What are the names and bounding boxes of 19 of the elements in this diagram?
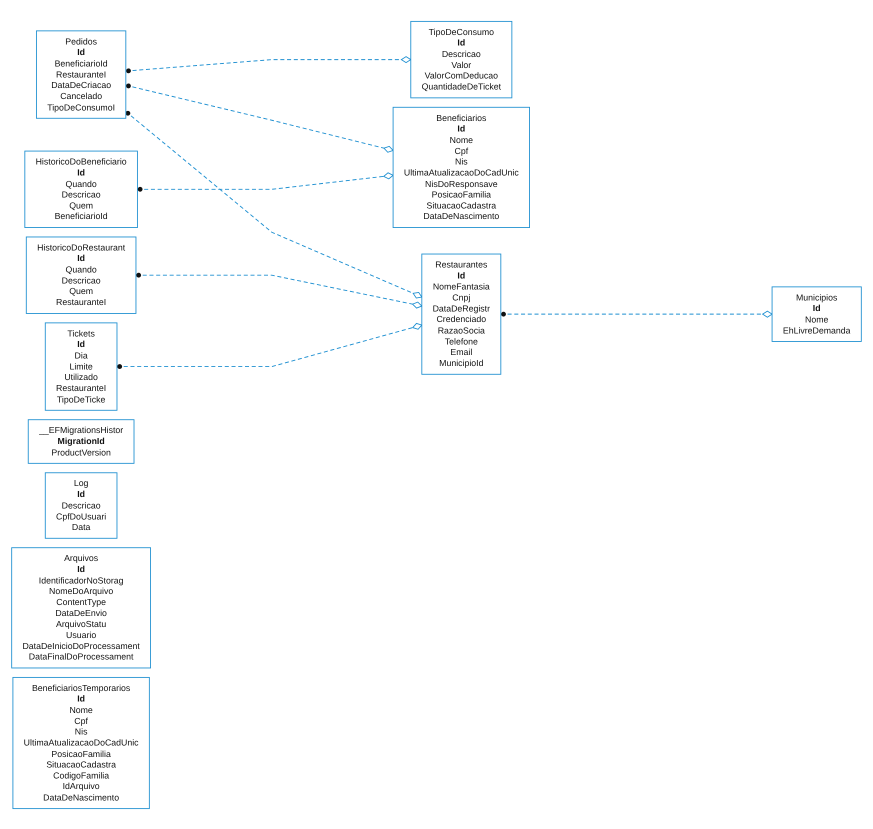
- connector: [500, 310, 773, 318]
- connector: [125, 56, 412, 73]
- node-box: Restaurantes Id NomeFantasia Cnpj DataDeRegistr Credenciado RazaoSocia Telefone Email MunicipioId: [421, 253, 502, 374]
- node-box: HistoricoDoBeneficiario Id Quando Descricao Quem BeneficiarioId: [24, 150, 138, 228]
- node-box: Pedidos Id BeneficiarioId RestauranteI DataDeCriacao Cancelado TipoDeConsumoI: [36, 30, 126, 118]
- node-box: Arquivos Id IdentificadorNoStorag NomeDoArquivo ContentType DataDeEnvio ArquivoStatu Usuario DataDeInicioDoProcessament DataFinalDoProcessament: [11, 546, 151, 668]
- node-box: Tickets Id Dia Limite Utilizado RestauranteI TipoDeTicke: [44, 322, 118, 410]
- node-box: __EFMigrationsHistor MigrationId ProductVersion: [28, 418, 134, 464]
- connector: [125, 110, 422, 298]
- node-box: BeneficiariosTemporarios Id Nome Cpf Nis UltimaAtualizacaoDoCadUnic PosicaoFamilia SituacaoCadastra CodigoFamilia IdArquivo DataDeNascimento: [12, 676, 150, 809]
- connector: [125, 82, 394, 152]
- connector: [135, 272, 422, 308]
- node-box: TipoDeConsumo Id Descricao Valor ValorComDeducao QuantidadeDeTicket: [410, 20, 512, 98]
- node-box: Beneficiarios Id Nome Cpf Nis UltimaAtualizacaoDoCadUnic NisDoResponsave PosicaoFamilia SituacaoCadastra DataDeNascimento: [392, 106, 530, 228]
- connector: [116, 322, 422, 368]
- node-box: HistoricoDoRestaurant Id Quando Descricao Quem RestauranteI: [26, 236, 136, 314]
- connector: [136, 172, 394, 192]
- node-box: Municipios Id Nome EhLivreDemanda: [772, 286, 862, 342]
- node-box: Log Id Descricao CpfDoUsuari Data: [44, 472, 118, 538]
